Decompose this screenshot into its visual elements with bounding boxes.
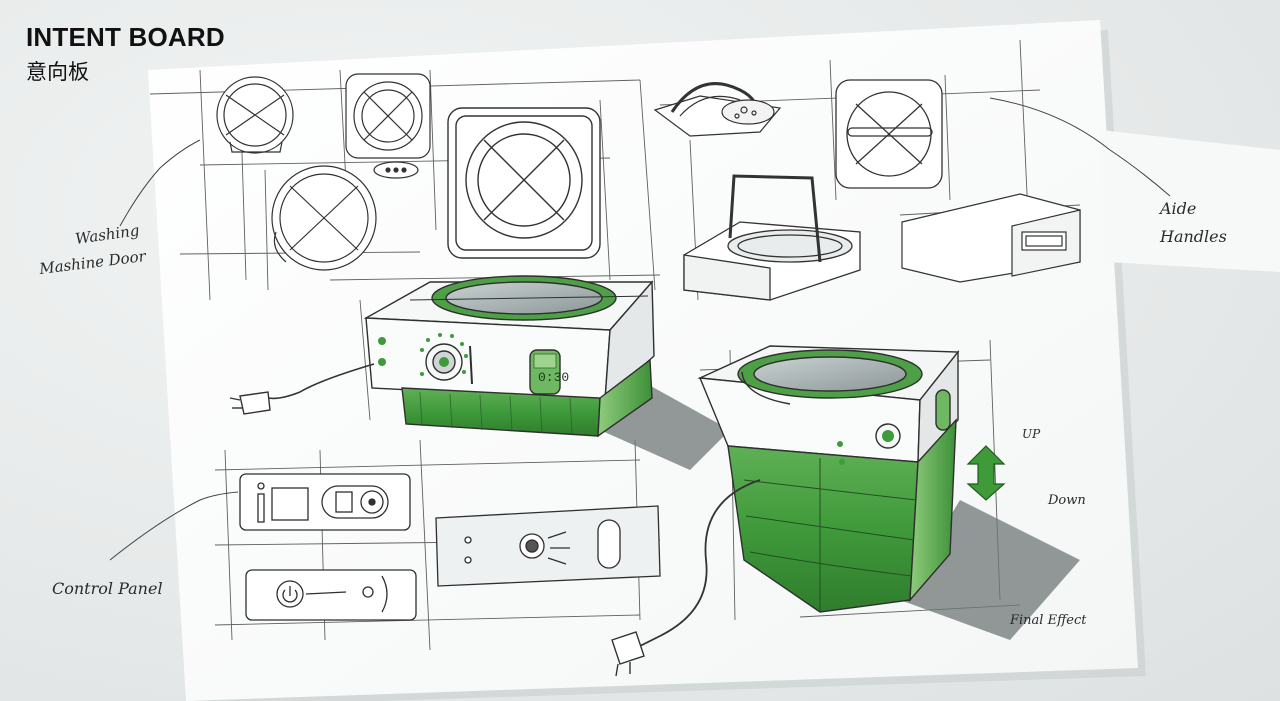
control-panel-sketch-1 bbox=[239, 473, 411, 531]
label-side-handles-line2: Handles bbox=[1159, 227, 1227, 246]
door-sketch-1 bbox=[216, 76, 294, 154]
handle-sketch-4 bbox=[901, 193, 1081, 283]
label-down: Down bbox=[1047, 493, 1086, 508]
power-plug-icon bbox=[229, 391, 271, 415]
label-washing-door-line2: Mashine Door bbox=[37, 247, 147, 278]
washer-final-view bbox=[697, 345, 1080, 640]
up-down-arrow-icon bbox=[966, 445, 1006, 501]
label-washing-door-line1: Washing bbox=[74, 221, 140, 248]
display-time: 0:30 bbox=[538, 370, 569, 385]
washer-front-view bbox=[363, 275, 730, 470]
board-subtitle: 意向板 bbox=[26, 60, 89, 84]
door-sketch-2 bbox=[345, 73, 431, 179]
handle-sketch-3 bbox=[683, 174, 861, 301]
handle-sketch-2 bbox=[835, 79, 943, 189]
door-sketch-4 bbox=[447, 107, 601, 259]
label-final-effect: Final Effect bbox=[1009, 613, 1087, 628]
paper-tag bbox=[1100, 130, 1280, 272]
control-panel-sketch-3 bbox=[245, 569, 417, 621]
power-cord-1 bbox=[267, 363, 375, 400]
power-plug-icon bbox=[611, 631, 645, 677]
label-side-handles-line1: Aide bbox=[1158, 199, 1196, 218]
handle-sketch-1 bbox=[653, 82, 782, 137]
label-control-panel: Control Panel bbox=[52, 579, 163, 598]
board-title: INTENT BOARD bbox=[26, 22, 225, 52]
leader-lines bbox=[109, 97, 1171, 561]
label-up: UP bbox=[1022, 427, 1041, 441]
power-cord-2 bbox=[631, 479, 761, 651]
door-sketch-3 bbox=[271, 165, 377, 271]
power-button-icon bbox=[282, 586, 298, 603]
control-panel-sketch-2 bbox=[435, 505, 661, 587]
